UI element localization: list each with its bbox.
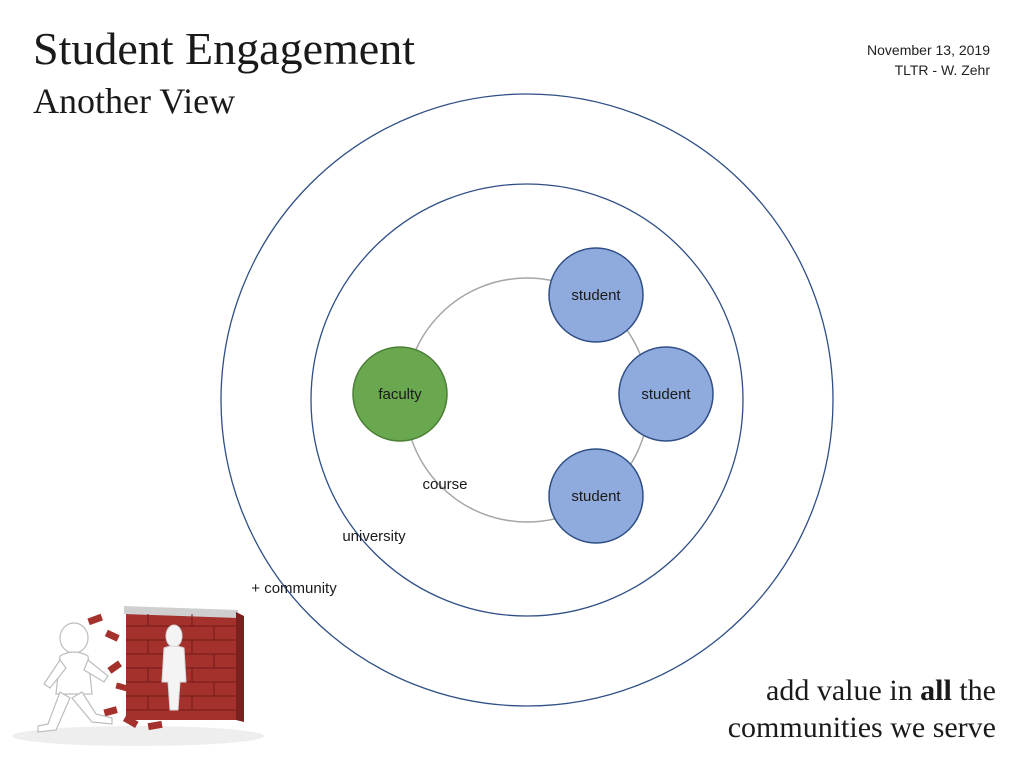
faculty-label: faculty — [378, 386, 422, 403]
university-label: university — [342, 528, 406, 545]
tagline-emphasis: all — [920, 674, 952, 707]
student-label-bottom: student — [571, 488, 621, 505]
university-ring — [310, 183, 744, 617]
faculty-node — [352, 346, 448, 442]
student-node-right — [618, 346, 714, 442]
slide-title: Student Engagement — [33, 23, 415, 74]
person-breaking-brick-wall-icon — [12, 606, 264, 746]
slide-meta: November 13, 2019 TLTR - W. Zehr — [867, 40, 990, 80]
tagline-text-before: add value in — [766, 674, 921, 707]
student-label-right: student — [641, 386, 691, 403]
slide-date: November 13, 2019 — [867, 42, 990, 58]
community-label: + community — [251, 580, 337, 597]
tagline: add value in all the communities we serv… — [728, 672, 996, 746]
student-label-top: student — [571, 287, 621, 304]
student-node-top — [548, 247, 644, 343]
tagline-text-after: the — [951, 674, 996, 707]
course-label: course — [422, 476, 467, 493]
tagline-line-2: communities we serve — [727, 711, 996, 744]
student-node-bottom — [548, 448, 644, 544]
slide-subtitle: Another View — [33, 81, 236, 121]
tagline-line-1: add value in all the — [728, 672, 996, 709]
community-ring — [220, 93, 834, 707]
slide-author: TLTR - W. Zehr — [894, 62, 990, 78]
